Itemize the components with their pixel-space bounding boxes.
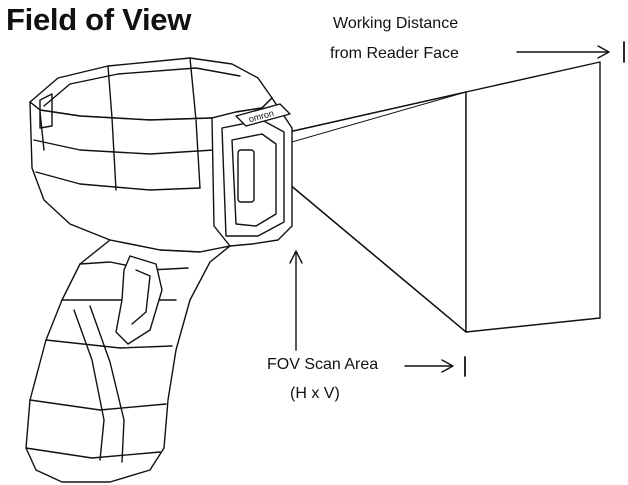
scanner-device	[25, 57, 293, 483]
fov-beam	[235, 61, 601, 333]
scan-area-arrow	[404, 356, 466, 377]
reader-face-pointer-arrow	[289, 250, 303, 351]
scan-area-label-line1: FOV Scan Area	[267, 356, 379, 373]
figure-title: Field of View	[6, 2, 192, 37]
scan-area-label-line2: (H x V)	[290, 385, 340, 402]
working-distance-label-line1: Working Distance	[333, 15, 459, 32]
working-distance-arrow	[516, 41, 625, 63]
working-distance-label-line2: from Reader Face	[330, 45, 459, 62]
